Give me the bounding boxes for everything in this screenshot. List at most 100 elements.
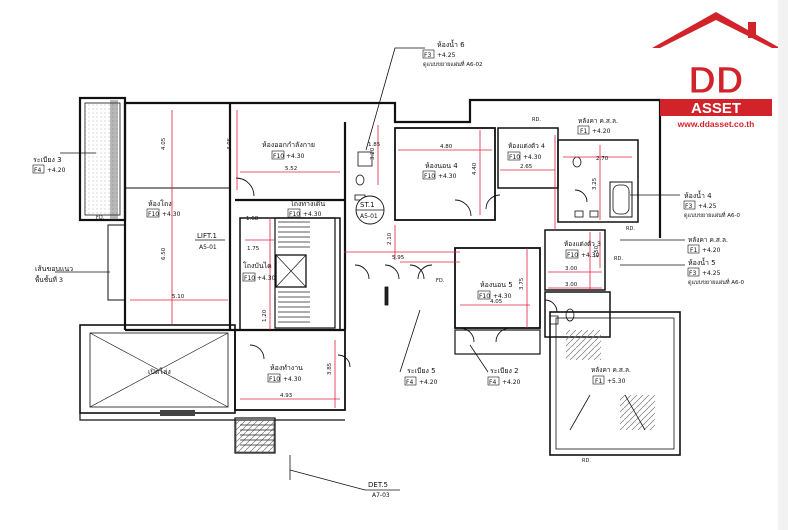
dim-text: 4.05 bbox=[161, 137, 167, 150]
bath4-code: F3 bbox=[685, 203, 692, 210]
dim-text: 6.50 bbox=[161, 247, 167, 260]
dimension-lines bbox=[130, 110, 632, 408]
stair-code: F10 bbox=[244, 275, 255, 282]
logo-url-text: www.ddasset.co.th bbox=[677, 119, 755, 129]
dim-text: 1.85 bbox=[368, 142, 381, 148]
dim-text: 1.20 bbox=[262, 309, 268, 322]
dd-asset-logo: DD ASSET www.ddasset.co.th bbox=[652, 12, 780, 129]
dim-text: 3.25 bbox=[592, 177, 598, 190]
rd-tag: RD. bbox=[626, 226, 635, 232]
dim-text: 4.40 bbox=[472, 162, 478, 175]
balcony3-level: +4.20 bbox=[47, 167, 66, 174]
lift-ref: A5-01 bbox=[199, 244, 217, 251]
st1-marker bbox=[355, 195, 385, 225]
right-edge-strip bbox=[778, 0, 788, 530]
bath6-code: F3 bbox=[424, 52, 431, 59]
exercise-level: +4.30 bbox=[286, 153, 305, 160]
dim-text: 1.50 bbox=[594, 245, 600, 258]
fd-tag: FD. bbox=[96, 215, 105, 221]
dim-text: 5.95 bbox=[392, 255, 405, 261]
bed5-code: F10 bbox=[479, 293, 490, 300]
dim-text: 2.10 bbox=[387, 232, 393, 245]
stair-treads bbox=[240, 221, 310, 446]
bed5-level: +4.30 bbox=[493, 293, 512, 300]
dim-text: 3.20 bbox=[370, 147, 376, 160]
roof3-title: หลังคา ค.ส.ล. bbox=[591, 366, 631, 374]
stair-level: +4.30 bbox=[257, 275, 276, 282]
dim-text: 1.75 bbox=[247, 246, 260, 252]
roof2-title: หลังคา ค.ส.ล. bbox=[688, 236, 728, 244]
roof-slope-marks bbox=[569, 394, 646, 431]
gap-sub: พื้นชั้นที่ 3 bbox=[35, 275, 63, 284]
dim-text: 3.75 bbox=[519, 277, 525, 290]
hall-level: +4.30 bbox=[162, 211, 181, 218]
bed4-code: F10 bbox=[424, 173, 435, 180]
balcony5-title: ระเบียง 5 bbox=[407, 367, 436, 375]
bed4-title: ห้องนอน 4 bbox=[425, 162, 458, 170]
gap-title: เส้นขอบแนว bbox=[35, 265, 73, 273]
dress4-level: +4.30 bbox=[523, 154, 542, 161]
dim-text: 2.65 bbox=[520, 164, 533, 170]
st1-ref: A5-01 bbox=[360, 213, 378, 220]
hall-title: ห้องโถง bbox=[148, 199, 172, 208]
work-level: +4.30 bbox=[283, 376, 302, 383]
balcony3-title: ระเบียง 3 bbox=[33, 156, 62, 164]
void-title: เปิดโล่ง bbox=[148, 367, 171, 376]
dim-text: 4.93 bbox=[280, 393, 293, 399]
bath5-code: F3 bbox=[689, 270, 696, 277]
lift-label: LIFT.1 bbox=[197, 232, 217, 240]
dress3-code: F10 bbox=[567, 252, 578, 259]
balcony3-code: F4 bbox=[34, 167, 41, 174]
bath5-level: +4.25 bbox=[702, 270, 721, 277]
dress3-title: ห้องแต่งตัว 3 bbox=[564, 240, 601, 248]
bath4-ref: ดูแบบขยายแผ่นที่ A6-0 bbox=[684, 211, 741, 219]
dim-text: 2.70 bbox=[596, 156, 609, 162]
dress3-level: +4.30 bbox=[581, 252, 600, 259]
det5-label: DET.5 bbox=[368, 481, 388, 489]
bath6-title: ห้องน้ำ 6 bbox=[437, 38, 465, 49]
dim-text: 3.00 bbox=[565, 282, 578, 288]
roof1-level: +4.20 bbox=[592, 128, 611, 135]
balcony5-level: +4.20 bbox=[419, 379, 438, 386]
work-title: ห้องทำงาน bbox=[270, 364, 303, 372]
dim-text: 5.52 bbox=[285, 166, 297, 172]
logo-asset-text: ASSET bbox=[691, 100, 741, 117]
balcony2-level: +4.20 bbox=[502, 379, 521, 386]
bath4-level: +4.25 bbox=[698, 203, 717, 210]
walls bbox=[78, 96, 681, 456]
bath5-ref: ดูแบบขยายแผ่นที่ A6-0 bbox=[688, 278, 745, 286]
dim-text: 3.00 bbox=[565, 266, 578, 272]
door-swings bbox=[235, 177, 588, 368]
roof2-code: F1 bbox=[690, 247, 697, 254]
balcony2-title: ระเบียง 2 bbox=[490, 367, 519, 375]
corridor-title: โถงทางเดิน bbox=[290, 199, 325, 208]
roof3-code: F1 bbox=[595, 378, 602, 385]
dim-text: 4.05 bbox=[227, 137, 233, 150]
dress4-title: ห้องแต่งตัว 4 bbox=[508, 142, 545, 150]
dim-text: 5.10 bbox=[172, 294, 185, 300]
logo-dd-text: DD bbox=[689, 60, 744, 102]
exercise-title: ห้องออกกำลังกาย bbox=[262, 141, 315, 149]
balcony5-code: F4 bbox=[406, 379, 413, 386]
dim-text: 4.80 bbox=[440, 144, 453, 150]
bed4-level: +4.30 bbox=[438, 173, 457, 180]
stair-title: โถงบันได bbox=[243, 261, 272, 270]
fd-tag: FD. bbox=[436, 278, 445, 284]
leader-lines bbox=[55, 47, 685, 491]
bath6-level: +4.25 bbox=[437, 52, 456, 59]
det5-ref: A7-03 bbox=[372, 492, 390, 499]
exercise-code: F10 bbox=[273, 153, 284, 160]
st1-label: ST.1 bbox=[360, 201, 375, 209]
bath6-ref: ดูแบบขยายแผ่นที่ A6-02 bbox=[423, 60, 483, 68]
rd-tag: RD. bbox=[582, 458, 591, 464]
rd-tag: RD. bbox=[532, 117, 541, 123]
bath5-title: ห้องน้ำ 5 bbox=[688, 256, 716, 267]
bath4-title: ห้องน้ำ 4 bbox=[684, 189, 712, 200]
work-code: F10 bbox=[269, 376, 280, 383]
corridor-code: F10 bbox=[289, 211, 300, 218]
hall-code: F10 bbox=[148, 211, 159, 218]
dim-text: 4.05 bbox=[490, 299, 503, 305]
corridor-level: +4.30 bbox=[303, 211, 322, 218]
bed5-title: ห้องนอน 5 bbox=[480, 281, 513, 289]
